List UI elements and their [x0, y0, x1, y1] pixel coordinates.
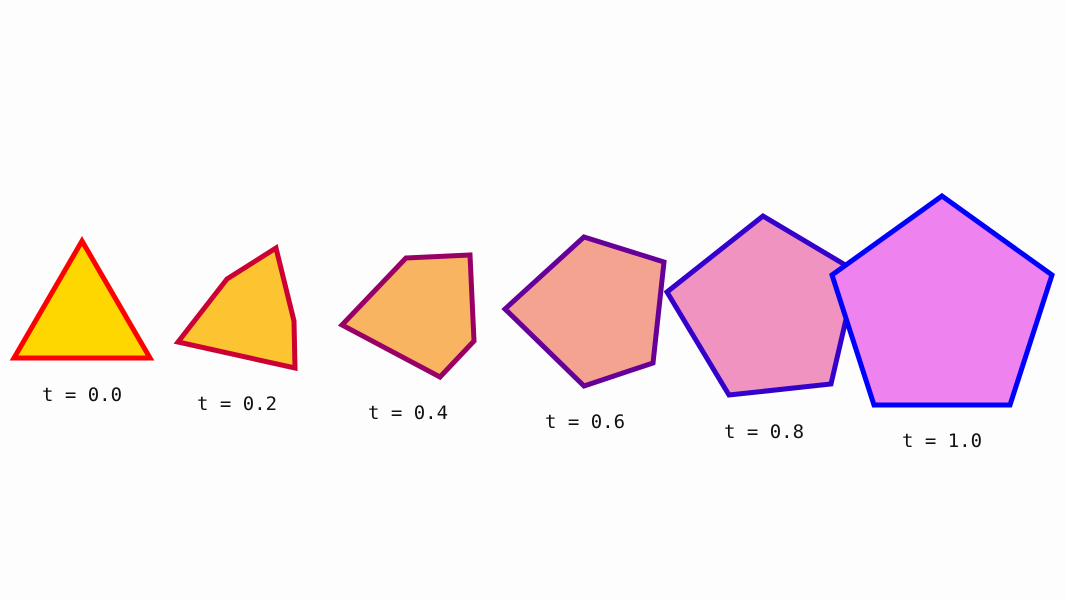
- stage-2: t = 0.4: [337, 252, 477, 424]
- label-t-0-8: t = 0.8: [724, 421, 804, 443]
- stage-4: t = 0.8: [663, 212, 860, 443]
- stage-0: t = 0.0: [9, 236, 155, 406]
- shape-t-0-0: [9, 236, 155, 361]
- stage-3: t = 0.6: [501, 234, 667, 433]
- shape-t-1-0: [829, 192, 1055, 408]
- label-t-0-4: t = 0.4: [368, 402, 448, 424]
- shape-t-0-4: [337, 252, 477, 381]
- label-t-0-0: t = 0.0: [42, 384, 122, 406]
- stage-1: t = 0.2: [173, 244, 298, 415]
- label-t-0-2: t = 0.2: [197, 393, 277, 415]
- label-t-1-0: t = 1.0: [902, 430, 982, 452]
- shape-t-0-2: [173, 244, 298, 372]
- shape-t-0-8: [663, 212, 860, 398]
- stage-5: t = 1.0: [829, 192, 1055, 452]
- shape-t-0-6: [501, 234, 667, 389]
- label-t-0-6: t = 0.6: [545, 411, 625, 433]
